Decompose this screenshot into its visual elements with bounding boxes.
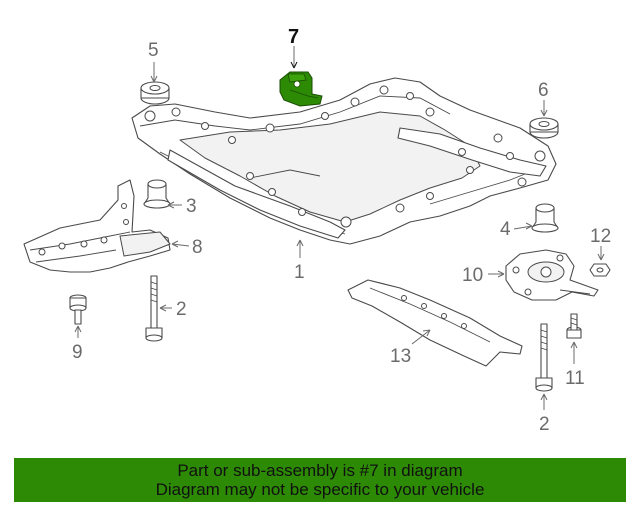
cushion-part-3 (143, 179, 171, 209)
callout-3: 3 (186, 196, 197, 217)
callout-7: 7 (288, 26, 299, 48)
insulator-part-5 (140, 81, 170, 105)
bolt-part-2-left (145, 275, 163, 342)
leader-lines (74, 46, 605, 410)
brace-part-13 (347, 279, 523, 367)
callout-labels: 1 2 2 3 4 5 6 7 8 9 10 11 12 13 (72, 26, 611, 435)
callout-9: 9 (72, 342, 83, 363)
callout-4: 4 (500, 219, 511, 240)
bolt-part-9 (69, 294, 87, 325)
insulator-part-6 (529, 117, 559, 139)
nut-part-12 (589, 263, 611, 277)
callout-6: 6 (538, 80, 549, 101)
banner-line-2: Diagram may not be specific to your vehi… (155, 480, 485, 499)
bolt-part-11 (566, 313, 582, 339)
callout-5: 5 (148, 40, 159, 61)
cushion-part-4 (531, 203, 559, 233)
callout-13: 13 (390, 346, 411, 367)
callout-2-right: 2 (539, 414, 550, 435)
callout-11: 11 (565, 368, 585, 389)
highlighted-bracket-part-7 (279, 71, 323, 107)
bolt-part-2-right (535, 323, 553, 392)
info-banner: Part or sub-assembly is #7 in diagram Di… (14, 458, 626, 502)
mount-bracket-part-10 (505, 249, 599, 301)
callout-10: 10 (462, 265, 483, 286)
callout-8: 8 (192, 237, 203, 258)
banner-line-1: Part or sub-assembly is #7 in diagram (177, 461, 463, 480)
callout-1: 1 (294, 262, 305, 283)
callout-2-left: 2 (176, 299, 187, 320)
side-bracket-part-8 (23, 179, 171, 273)
subframe-part-1 (131, 77, 557, 245)
callout-12: 12 (590, 226, 611, 247)
